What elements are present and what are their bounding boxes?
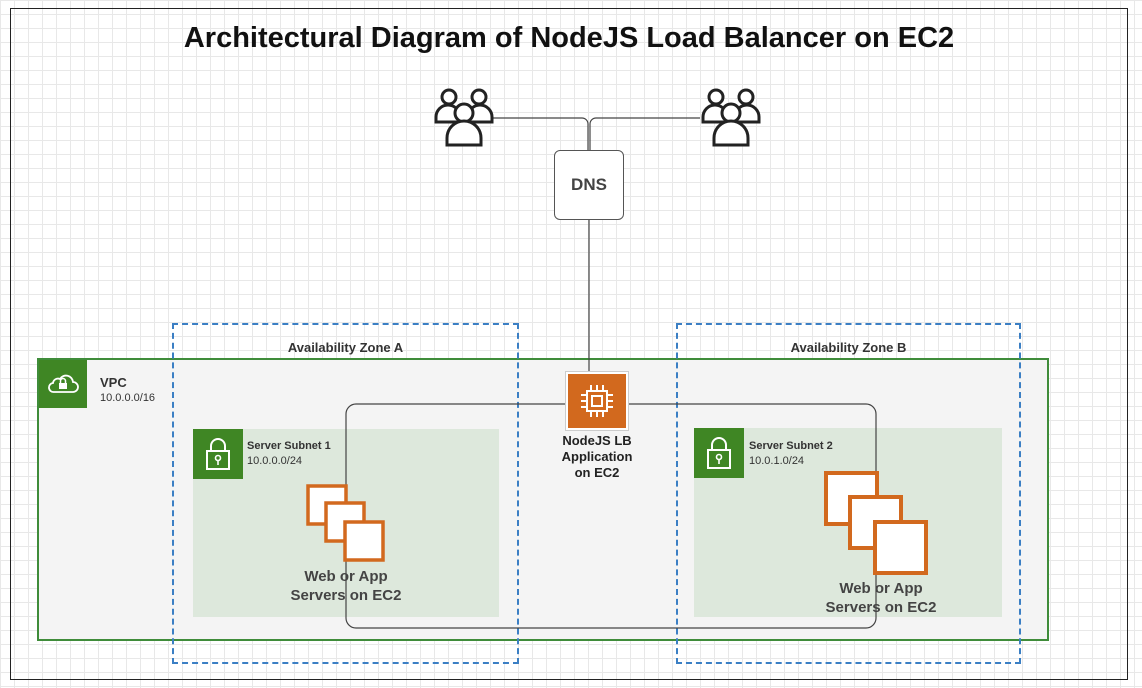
vpc-cloud-lock-icon xyxy=(39,360,87,408)
dns-node: DNS xyxy=(554,150,624,220)
load-balancer-line2: Application xyxy=(561,449,633,464)
subnet-2-label: Server Subnet 2 xyxy=(749,440,833,452)
vpc-label: VPC xyxy=(100,375,127,390)
dns-label: DNS xyxy=(571,175,607,194)
availability-zone-a xyxy=(172,323,519,664)
users-group-icon xyxy=(433,86,495,148)
subnet-lock-icon xyxy=(694,428,744,478)
subnet-1-servers-line2: Servers on EC2 xyxy=(290,587,402,604)
subnet-lock-icon xyxy=(193,429,243,479)
availability-zone-b-label: Availability Zone B xyxy=(790,340,907,355)
subnet-1-servers-line1: Web or App xyxy=(304,568,388,585)
ec2-instances-icon xyxy=(824,471,930,575)
users-group-icon xyxy=(700,86,762,148)
subnet-1-servers-label: Web or App Servers on EC2 xyxy=(266,567,426,605)
subnet-2-servers-label: Web or App Servers on EC2 xyxy=(795,579,967,617)
subnet-2-cidr: 10.0.1.0/24 xyxy=(749,455,805,467)
load-balancer-line3: on EC2 xyxy=(574,465,620,480)
diagram-title: Architectural Diagram of NodeJS Load Bal… xyxy=(183,22,955,54)
availability-zone-a-label: Availability Zone A xyxy=(287,340,404,355)
subnet-2-servers-line2: Servers on EC2 xyxy=(825,599,937,616)
load-balancer-line1: NodeJS LB xyxy=(562,433,632,448)
availability-zone-b xyxy=(676,323,1021,664)
subnet-2-servers-line1: Web or App xyxy=(839,580,923,597)
ec2-chip-icon xyxy=(566,372,628,430)
ec2-instances-icon xyxy=(306,484,386,562)
diagram-frame xyxy=(10,8,1128,680)
vpc-cidr: 10.0.0.0/16 xyxy=(100,392,156,404)
subnet-1-cidr: 10.0.0.0/24 xyxy=(247,455,303,467)
subnet-1-label: Server Subnet 1 xyxy=(247,440,331,452)
load-balancer-label: NodeJS LB Application on EC2 xyxy=(540,433,654,481)
